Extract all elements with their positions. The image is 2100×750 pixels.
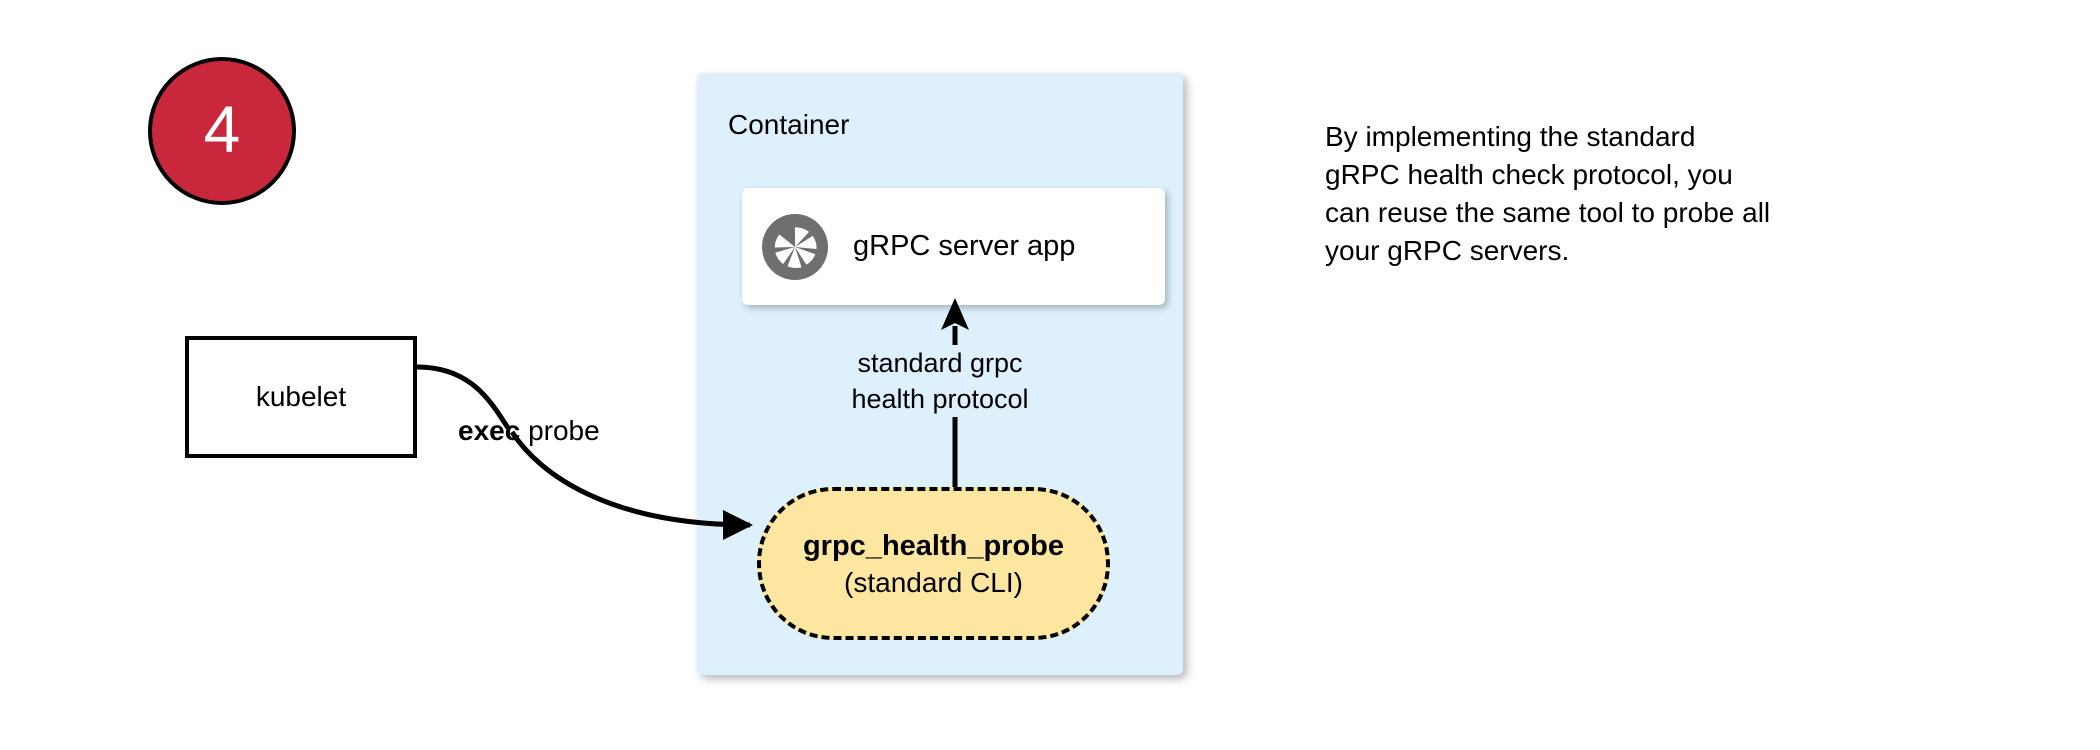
grpc-health-probe-title: grpc_health_probe [802,529,1065,562]
grpc-health-probe-node: grpc_health_probe (standard CLI) [757,487,1110,640]
grpc-health-probe-subtitle: (standard CLI) [844,566,1023,598]
exec-probe-edge-label: exec probe [458,415,600,447]
exec-arrow-segment-b [509,430,753,540]
kubelet-node: kubelet [185,336,417,458]
aperture-icon [762,213,828,280]
exec-probe-arrow [416,364,753,540]
exec-probe-word: probe [520,415,600,446]
grpc-server-app-card: gRPC server app [742,188,1165,305]
explanation-line-4: your gRPC servers. [1325,235,1570,266]
step-number-label: 4 [203,92,241,166]
exec-arrow-segment-a [416,364,511,430]
explanation-line-3: can reuse the same tool to probe all [1325,197,1771,228]
container-box: Container gRPC server app [697,73,1183,675]
container-title: Container [728,109,850,140]
grpc-server-app-label: gRPC server app [853,230,1076,262]
arrowhead-up-icon [941,298,969,330]
explanation-text: By implementing the standard gRPC health… [1325,118,1925,270]
exec-keyword: exec [458,415,521,446]
kubelet-label: kubelet [255,381,347,412]
explanation-line-1: By implementing the standard [1325,121,1696,152]
explanation-line-2: gRPC health check protocol, you [1325,159,1733,190]
step-number-badge: 4 [148,57,296,205]
